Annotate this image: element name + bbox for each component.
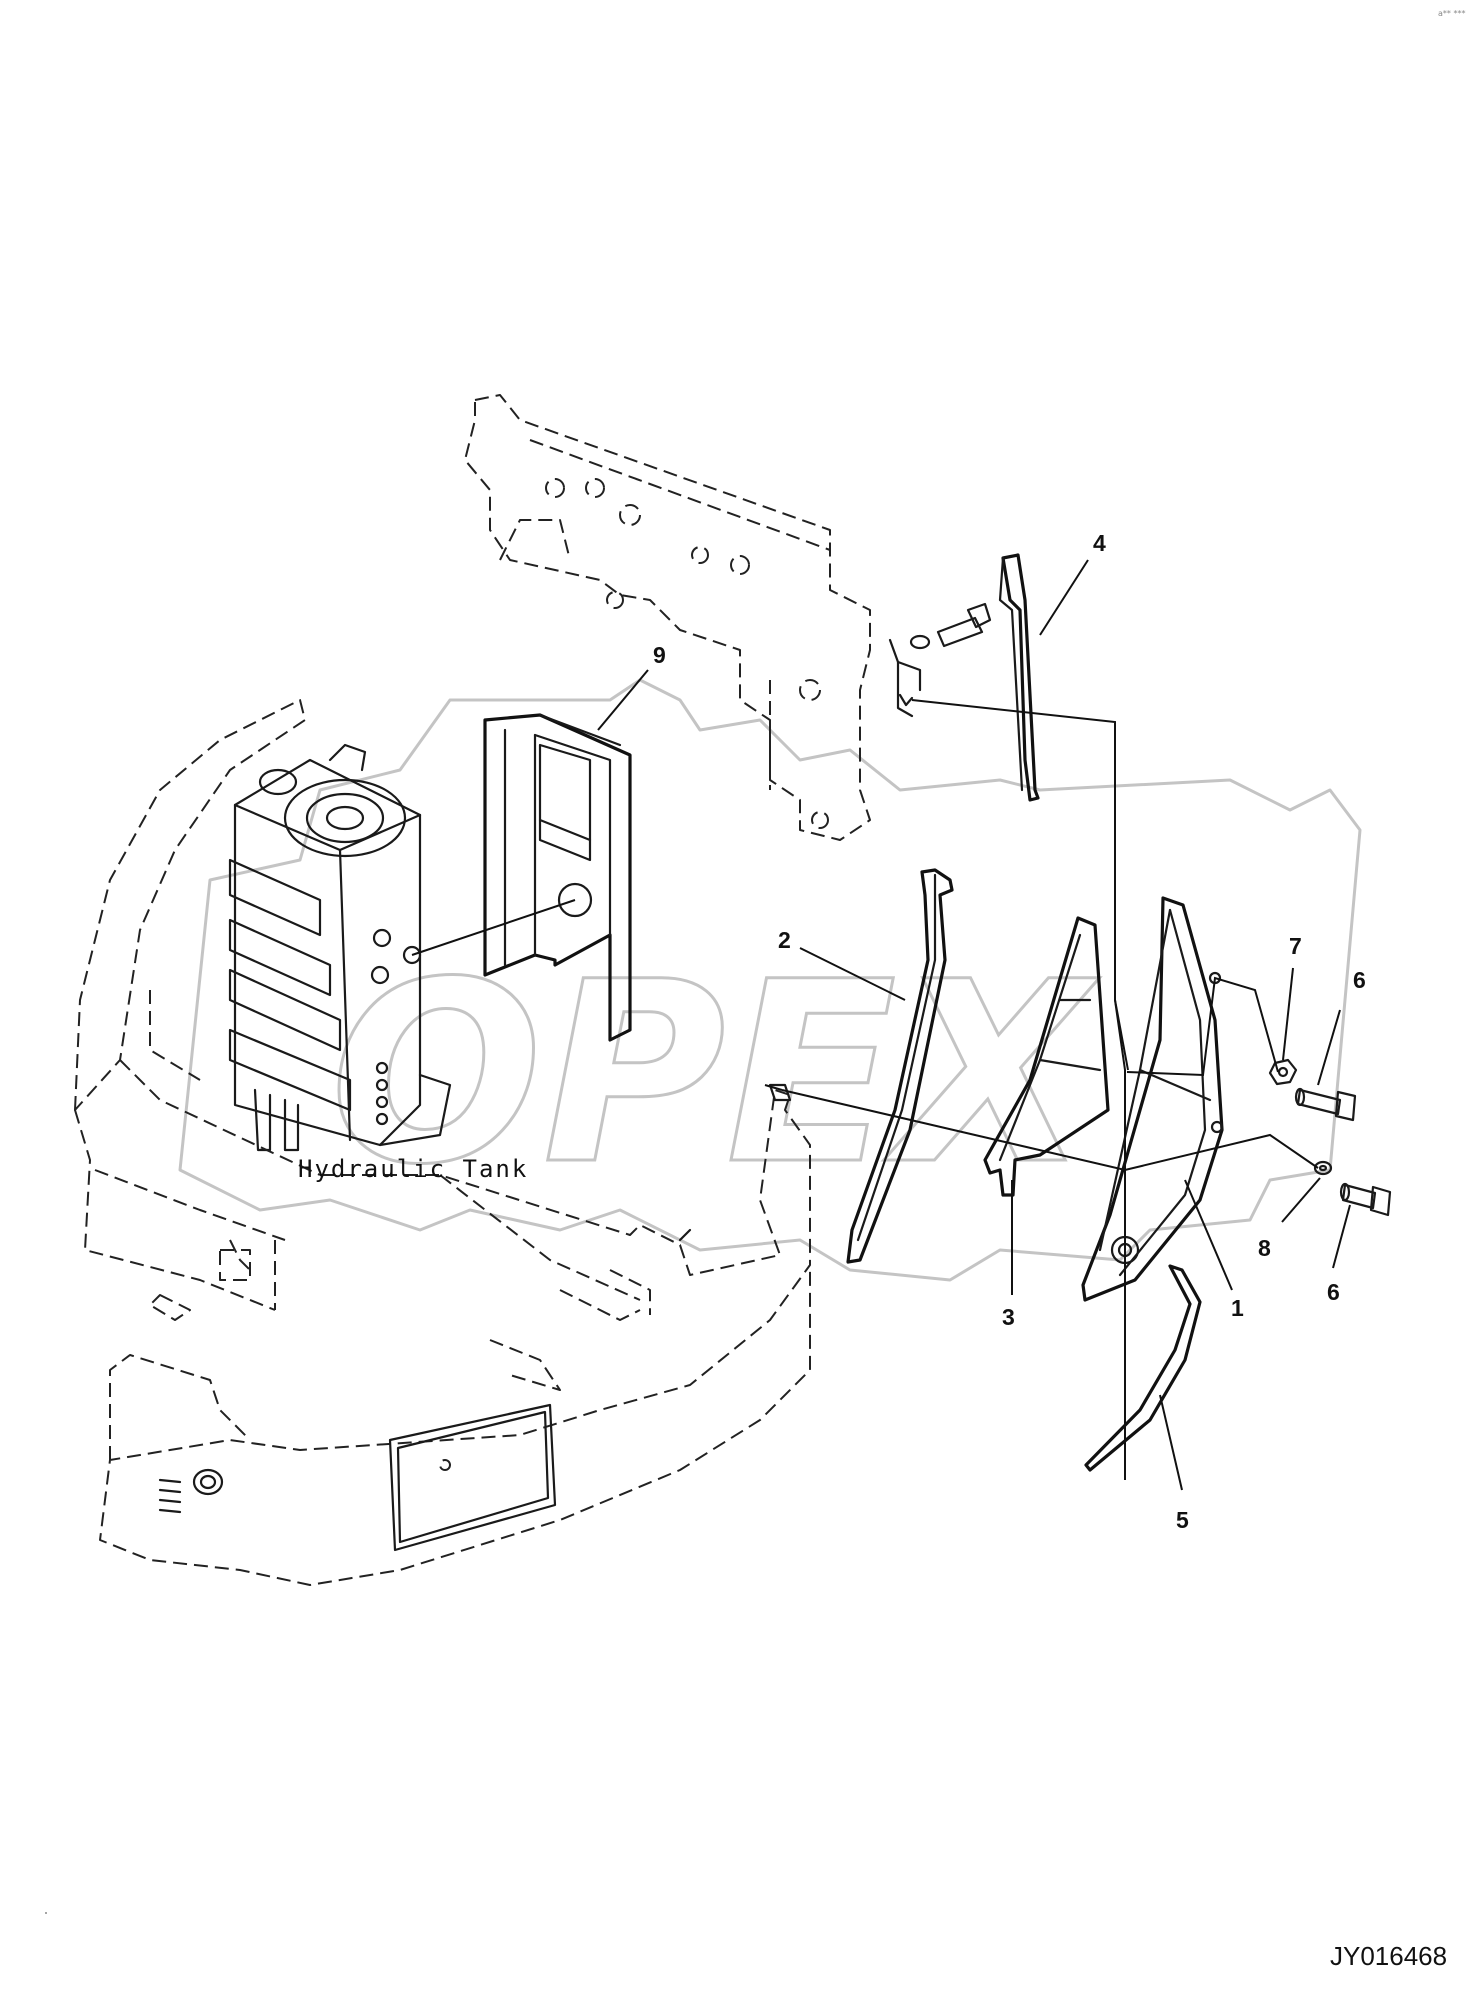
hydraulic-tank	[228, 743, 576, 1152]
part-3-frame	[983, 916, 1110, 1197]
upper-frame	[464, 394, 871, 841]
assembly-lines	[764, 699, 1319, 1480]
callout-7: 7	[1289, 933, 1302, 959]
tank-fittings	[370, 928, 422, 1126]
callout-1: 1	[1231, 1295, 1244, 1321]
bolt-6-upper	[1294, 1087, 1357, 1122]
watermark-gear-outline	[178, 678, 1362, 1282]
callout-9: 9	[653, 642, 666, 668]
callout-leaders	[597, 559, 1351, 1491]
opex-watermark: OPEX	[178, 678, 1362, 1282]
hydraulic-tank-label: Hydraulic Tank	[298, 1155, 528, 1183]
corner-dot	[45, 1912, 47, 1914]
part-2-seal	[846, 868, 954, 1264]
callout-6-lower: 6	[1327, 1279, 1340, 1305]
corner-mark: a** ***	[1438, 9, 1465, 18]
callouts: 4 9 2 3 1 5 7 6 8 6	[653, 530, 1366, 1533]
part-5-strip	[1084, 1264, 1202, 1472]
watermark-text: OPEX	[330, 928, 1100, 1219]
part-1-panel	[1081, 896, 1224, 1302]
callout-3: 3	[1002, 1304, 1015, 1330]
bracket-bolt	[888, 602, 992, 718]
drawing-id: JY016468	[1330, 1941, 1447, 1971]
counterweight-cover	[74, 699, 811, 1586]
callout-8: 8	[1258, 1235, 1271, 1261]
washer-8	[1313, 1160, 1333, 1176]
part-9-panel	[483, 713, 632, 1042]
callout-2: 2	[778, 927, 791, 953]
nut-7	[1268, 1058, 1298, 1086]
tank-bands	[228, 858, 352, 1112]
part-4-strip	[998, 553, 1040, 802]
callout-6-upper: 6	[1353, 967, 1366, 993]
bolt-6-lower	[1339, 1182, 1392, 1217]
callout-4: 4	[1093, 530, 1106, 556]
hardware-parts	[1268, 1058, 1392, 1217]
callout-5: 5	[1176, 1507, 1189, 1533]
